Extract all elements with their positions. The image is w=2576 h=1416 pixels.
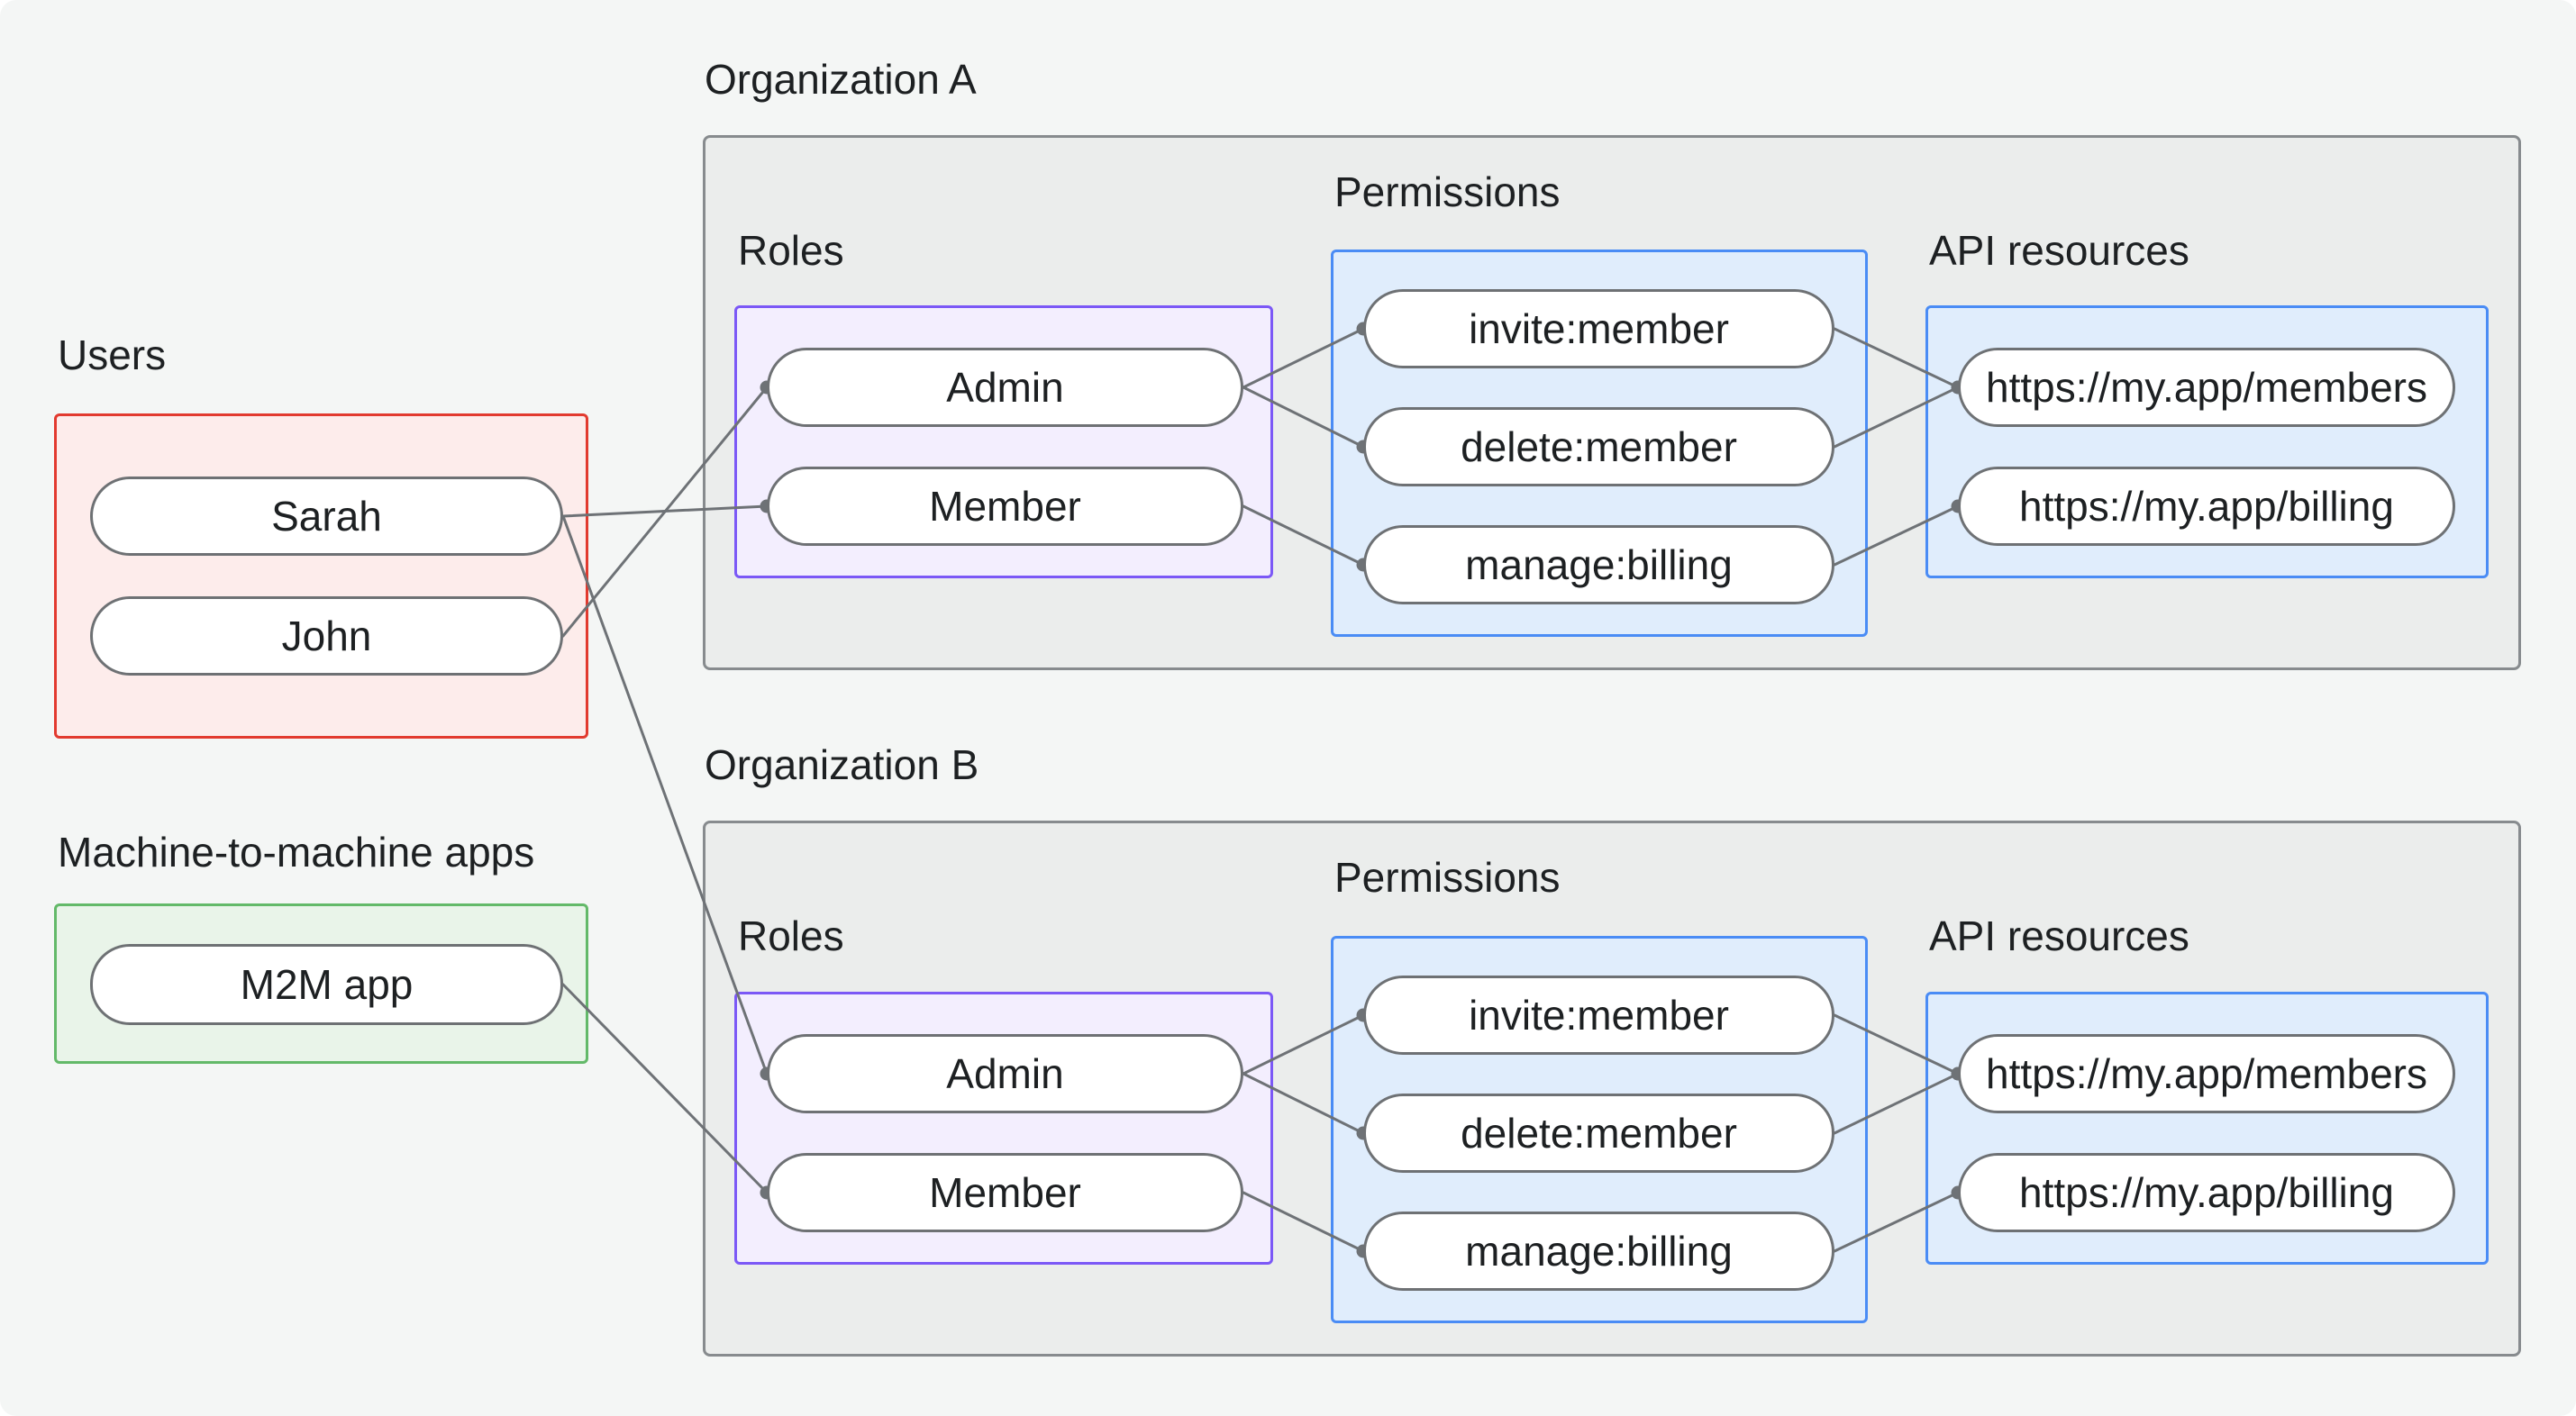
permission-node-invite-member-b: invite:member: [1363, 976, 1834, 1055]
organization-a-api-resources-group: https://my.app/members https://my.app/bi…: [1925, 305, 2489, 578]
permission-node-manage-billing-b: manage:billing: [1363, 1212, 1834, 1291]
organization-b-permissions-label: Permissions: [1334, 854, 1561, 901]
m2m-apps-label: Machine-to-machine apps: [58, 829, 535, 876]
permission-node-manage-billing-a: manage:billing: [1363, 525, 1834, 604]
api-resource-node-billing-b: https://my.app/billing: [1958, 1153, 2455, 1232]
m2m-app-node: M2M app: [90, 944, 563, 1025]
organization-b-permissions-group: invite:member delete:member manage:billi…: [1331, 936, 1868, 1323]
organization-b-roles-group: Admin Member: [734, 992, 1273, 1265]
organization-a-roles-label: Roles: [738, 227, 844, 274]
organization-b-api-resources-group: https://my.app/members https://my.app/bi…: [1925, 992, 2489, 1265]
permission-node-delete-member-a: delete:member: [1363, 407, 1834, 486]
user-node-john: John: [90, 596, 563, 676]
api-resource-node-members-a: https://my.app/members: [1958, 348, 2455, 427]
api-resource-node-billing-a: https://my.app/billing: [1958, 467, 2455, 546]
organization-a-permissions-label: Permissions: [1334, 168, 1561, 215]
organization-a-label: Organization A: [705, 56, 977, 103]
user-node-sarah: Sarah: [90, 477, 563, 556]
organization-b-label: Organization B: [705, 741, 979, 788]
organization-a-roles-group: Admin Member: [734, 305, 1273, 578]
role-node-admin-b: Admin: [767, 1034, 1243, 1113]
organization-a-permissions-group: invite:member delete:member manage:billi…: [1331, 250, 1868, 637]
permission-node-delete-member-b: delete:member: [1363, 1094, 1834, 1173]
role-node-admin-a: Admin: [767, 348, 1243, 427]
api-resource-node-members-b: https://my.app/members: [1958, 1034, 2455, 1113]
users-group: Sarah John: [54, 413, 588, 739]
users-label: Users: [58, 331, 167, 378]
organization-b-api-resources-label: API resources: [1929, 912, 2189, 959]
role-node-member-a: Member: [767, 467, 1243, 546]
permission-node-invite-member-a: invite:member: [1363, 289, 1834, 368]
organization-b-roles-label: Roles: [738, 912, 844, 959]
role-node-member-b: Member: [767, 1153, 1243, 1232]
m2m-apps-group: M2M app: [54, 903, 588, 1064]
organization-a-api-resources-label: API resources: [1929, 227, 2189, 274]
